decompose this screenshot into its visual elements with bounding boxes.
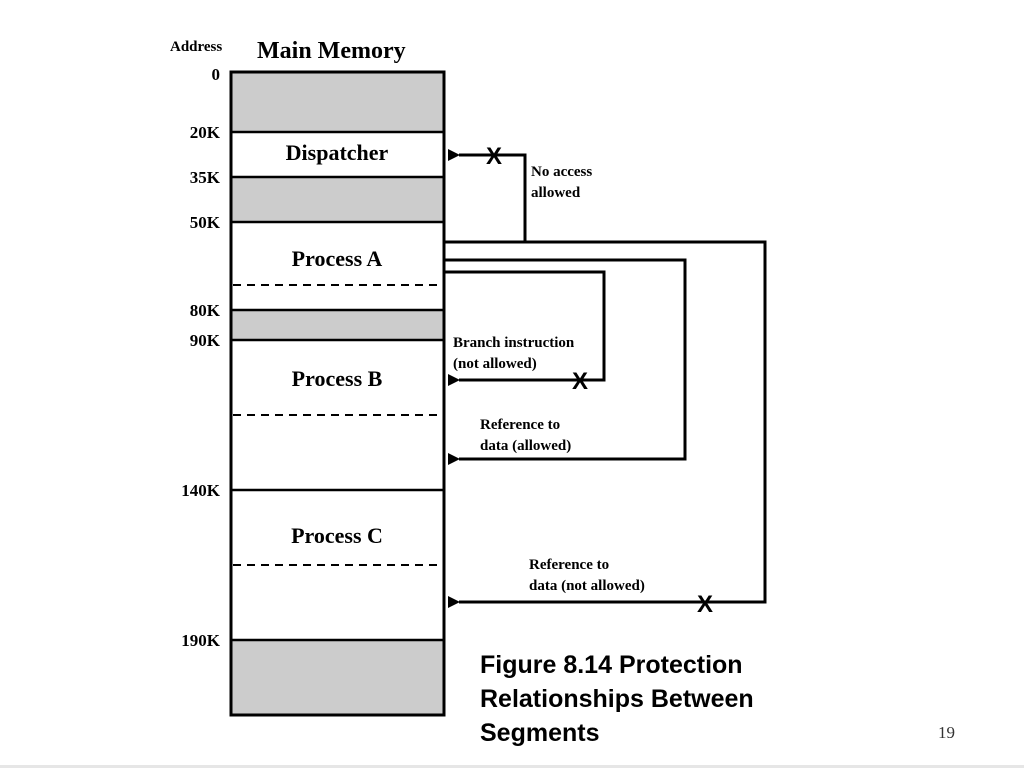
no-access-label-line2: allowed [531, 185, 581, 201]
branch-label-line2: (not allowed) [453, 356, 537, 372]
process-a-segment [231, 222, 444, 310]
address-0: 0 [212, 65, 221, 84]
code-data-dividers [233, 284, 442, 566]
branch-label-line1: Branch instruction [453, 335, 575, 351]
blocked-x-dispatcher: X [486, 143, 502, 170]
blocked-x-branch: X [572, 368, 588, 395]
free-region-190k [231, 640, 444, 715]
address-header: Address [170, 39, 222, 55]
free-region-80k-90k [231, 310, 444, 340]
data-ref-not-allowed-arrow [444, 240, 767, 608]
address-35k: 35K [190, 168, 221, 187]
ref-allowed-label-line2: data (allowed) [480, 438, 571, 454]
memory-outline [229, 70, 446, 717]
process-c-label: Process C [291, 523, 383, 548]
address-20k: 20K [190, 123, 221, 142]
blocked-x-data-ref: X [697, 591, 713, 618]
process-a-label: Process A [292, 246, 383, 271]
ref-allowed-label-line1: Reference to [480, 417, 560, 433]
free-region-35k-50k [231, 177, 444, 222]
data-ref-allowed-arrow [444, 258, 687, 465]
caption-line2: Relationships Between [480, 685, 754, 713]
dispatcher-label: Dispatcher [286, 140, 389, 165]
page-number: 19 [938, 723, 955, 742]
footer-bar [0, 765, 1024, 768]
address-80k: 80K [190, 301, 221, 320]
free-region-0-20k [231, 72, 444, 132]
figure-caption: Figure 8.14 Protection Relationships Bet… [480, 648, 820, 750]
memory-title: Main Memory [257, 38, 406, 64]
annotations: No access allowed Branch instruction (no… [453, 164, 645, 594]
branch-arrow [444, 270, 606, 386]
address-90k: 90K [190, 331, 221, 350]
caption-line3: Segments [480, 719, 600, 747]
address-190k: 190K [181, 631, 221, 650]
address-50k: 50K [190, 213, 221, 232]
no-access-arrow [444, 149, 527, 244]
ref-not-allowed-label-line2: data (not allowed) [529, 578, 645, 594]
address-140k: 140K [181, 481, 221, 500]
access-arrows [444, 149, 767, 608]
dispatcher-segment [231, 132, 444, 177]
process-b-label: Process B [292, 366, 383, 391]
caption-line1: Figure 8.14 Protection [480, 651, 743, 679]
no-access-label-line1: No access [531, 164, 592, 180]
ref-not-allowed-label-line1: Reference to [529, 557, 609, 573]
region-dividers [231, 130, 444, 642]
